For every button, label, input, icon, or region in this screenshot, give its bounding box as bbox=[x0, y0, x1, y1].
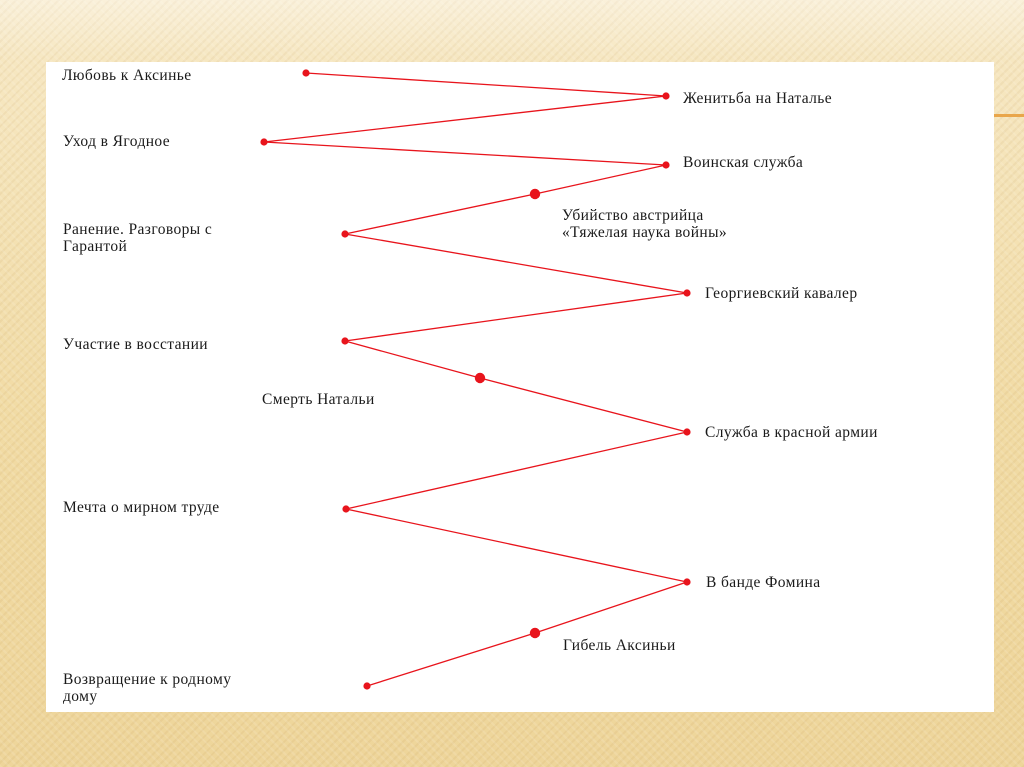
marker-fomin-gang bbox=[683, 578, 691, 586]
label-uprising: Участие в восстании bbox=[63, 336, 208, 353]
label-st-george-knight: Георгиевский кавалер bbox=[705, 285, 858, 302]
marker-death-aksinya bbox=[529, 627, 541, 639]
label-return-home: Возвращение к родному дому bbox=[63, 671, 232, 705]
marker-return-home bbox=[363, 682, 371, 690]
label-death-aksinya: Гибель Аксиньи bbox=[563, 637, 676, 654]
event-markers bbox=[260, 69, 691, 690]
timeline-zigzag-diagram bbox=[260, 69, 691, 690]
marker-death-natalya bbox=[474, 372, 486, 384]
label-dream-peaceful-labor: Мечта о мирном труде bbox=[63, 499, 220, 516]
slide-background-sheen bbox=[0, 0, 1024, 60]
diagram-panel: Любовь к Аксинье Женитьба на Наталье Ухо… bbox=[46, 62, 994, 712]
marker-dream-peaceful-labor bbox=[342, 505, 350, 513]
marker-uprising bbox=[341, 337, 349, 345]
label-love-aksinya: Любовь к Аксинье bbox=[62, 67, 192, 84]
decorative-accent-line bbox=[993, 114, 1024, 117]
marker-military-service bbox=[662, 161, 670, 169]
marker-st-george-knight bbox=[683, 289, 691, 297]
timeline-zigzag-line bbox=[263, 72, 690, 687]
label-leaving-yagodnoe: Уход в Ягодное bbox=[63, 133, 171, 150]
marker-marriage-natalya bbox=[662, 92, 670, 100]
label-marriage-natalya: Женитьба на Наталье bbox=[683, 90, 833, 107]
marker-love-aksinya bbox=[302, 69, 310, 77]
label-killing-austrian: Убийство австрийца «Тяжелая наука войны» bbox=[562, 207, 728, 241]
label-fomin-gang: В банде Фомина bbox=[706, 574, 821, 591]
marker-red-army bbox=[683, 428, 691, 436]
label-military-service: Воинская служба bbox=[683, 154, 804, 171]
marker-killing-austrian bbox=[529, 188, 541, 200]
label-red-army: Служба в красной армии bbox=[705, 424, 878, 441]
marker-wound-talks bbox=[341, 230, 349, 238]
label-death-natalya: Смерть Натальи bbox=[262, 391, 375, 408]
marker-leaving-yagodnoe bbox=[260, 138, 268, 146]
label-wound-talks: Ранение. Разговоры с Гарантой bbox=[63, 221, 213, 255]
